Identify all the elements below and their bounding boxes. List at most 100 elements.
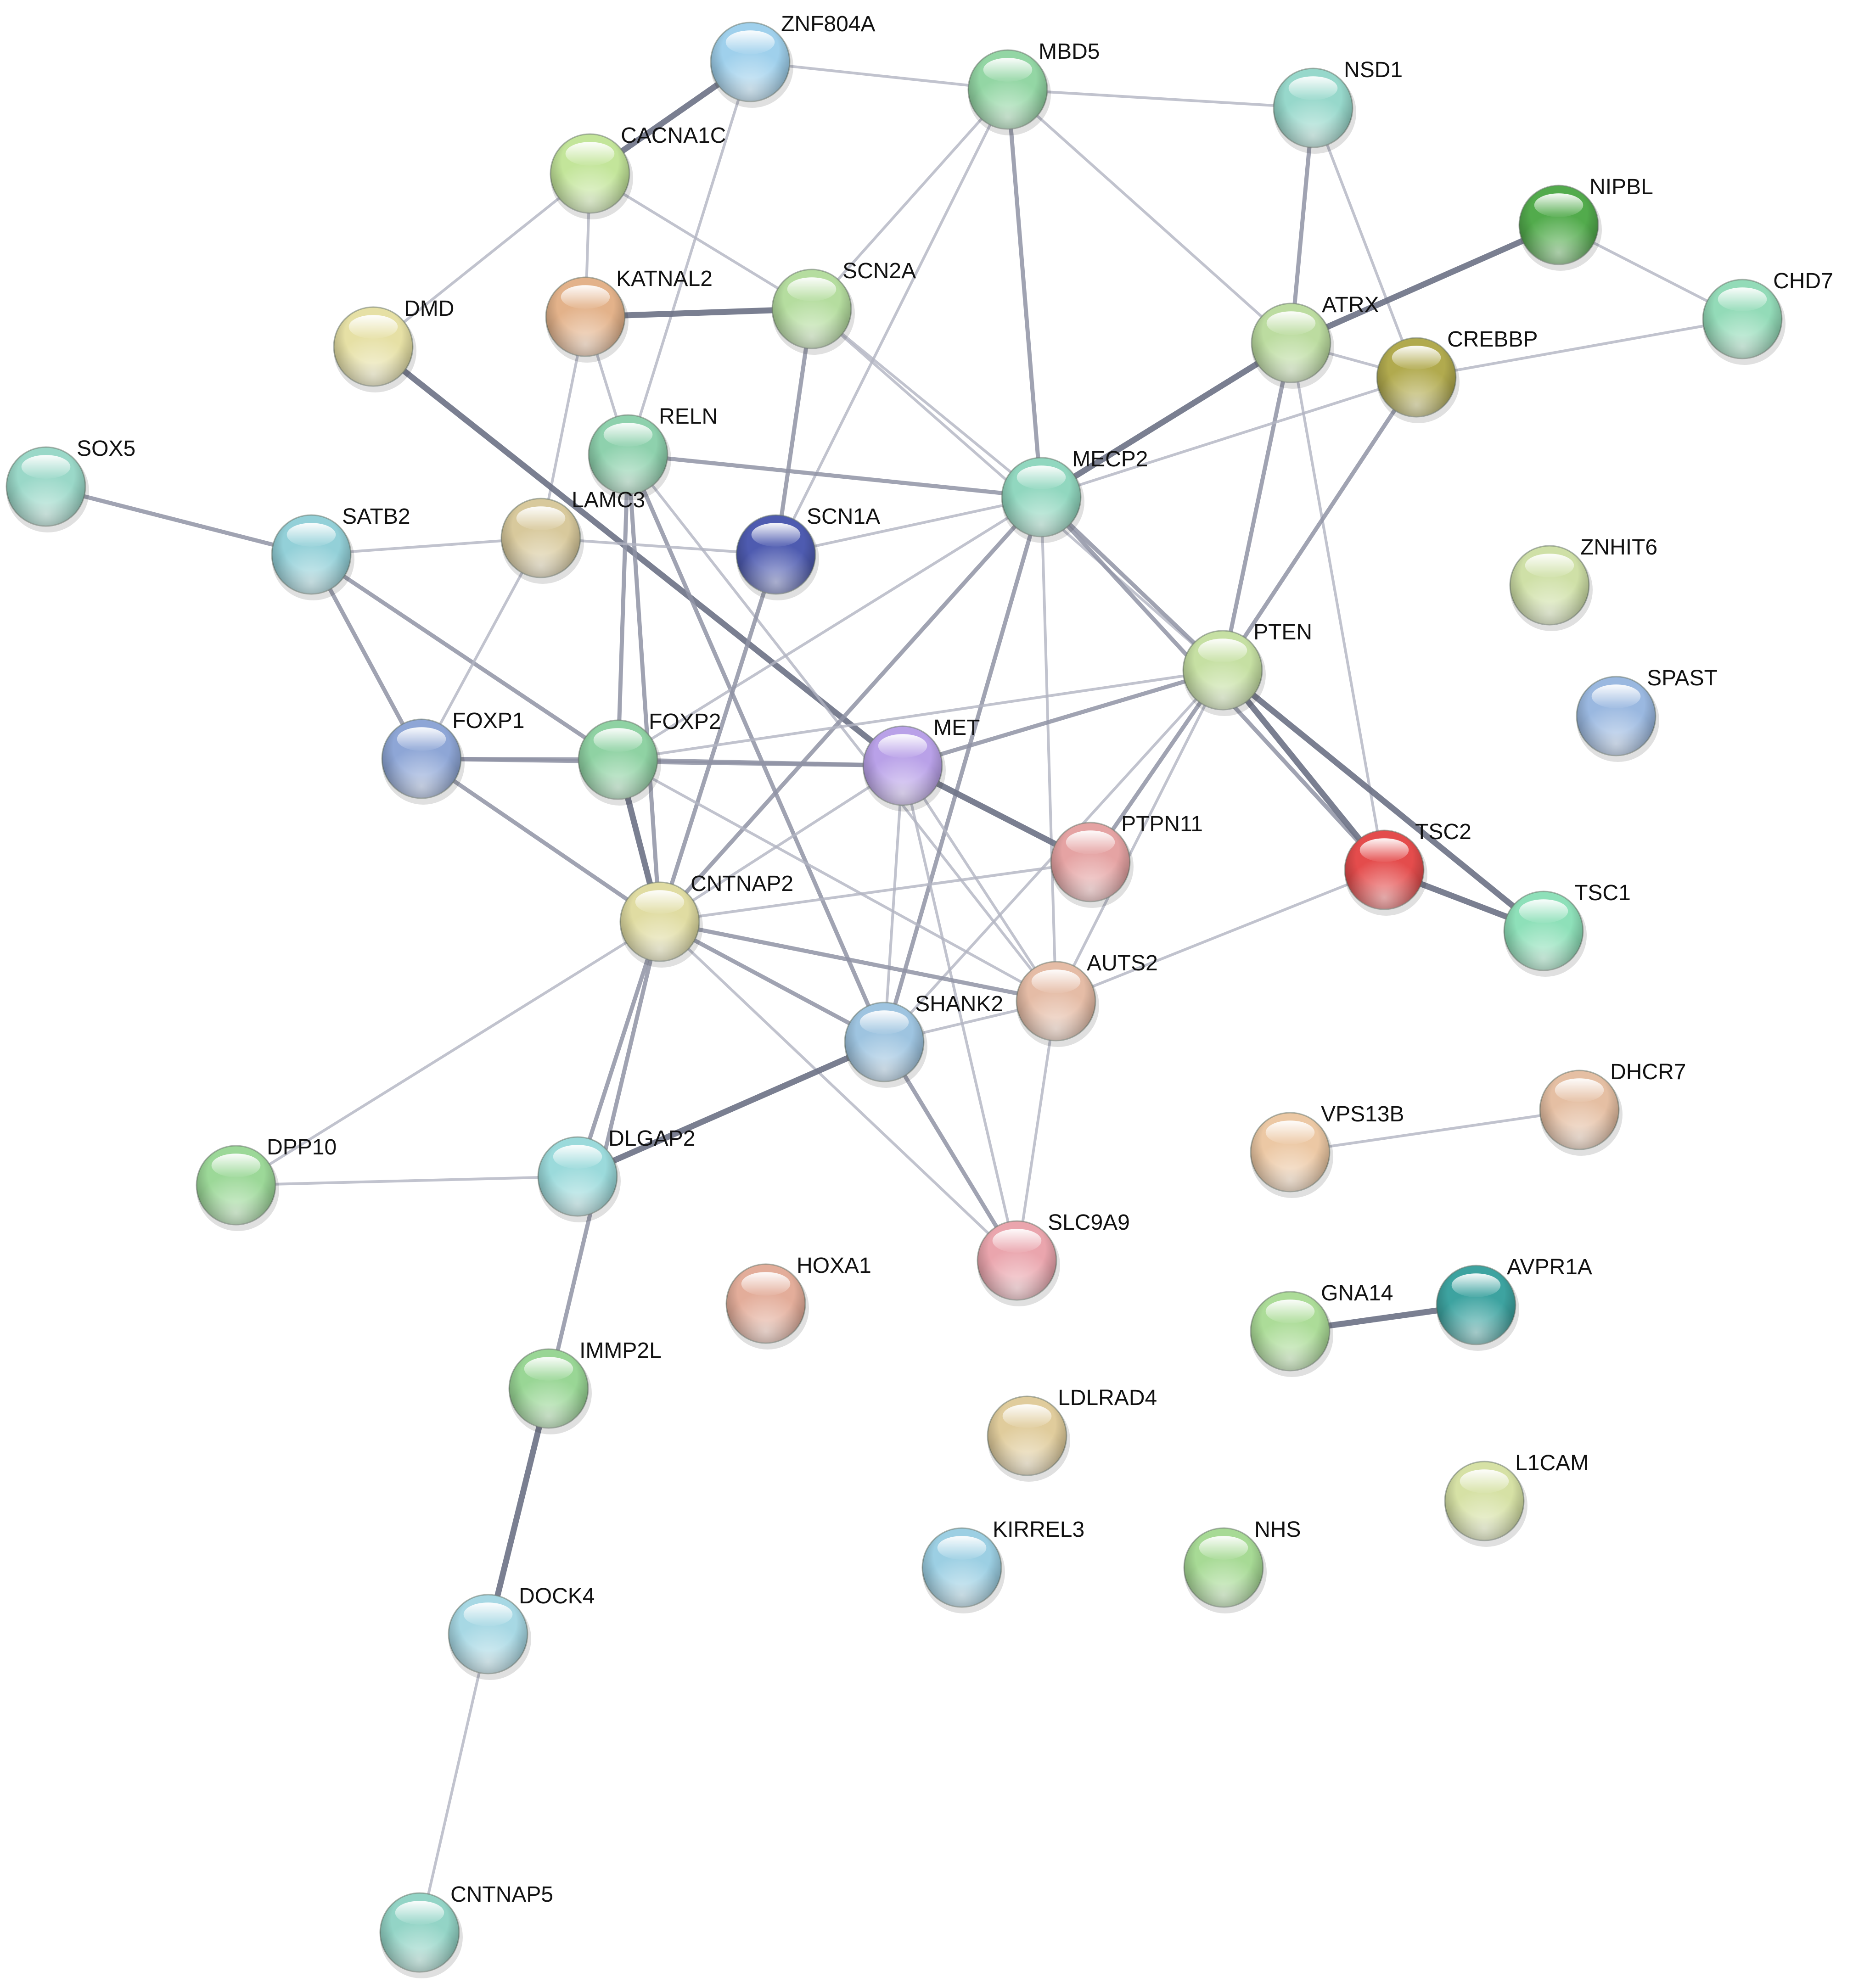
edge-satb2-foxp2	[309, 552, 620, 762]
node-tsc2[interactable]: TSC2	[1344, 820, 1471, 916]
edge-cntnap2-dlgap2	[575, 919, 662, 1179]
node-label: SATB2	[342, 504, 410, 529]
node-dlgap2[interactable]: DLGAP2	[537, 1126, 696, 1222]
node-label: SHANK2	[915, 992, 1003, 1016]
edge-cntnap2-shank2	[657, 919, 887, 1044]
node-cntnap2[interactable]: CNTNAP2	[619, 872, 793, 968]
edge-nsd1-crebbp	[1312, 106, 1418, 379]
node-crebbp[interactable]: CREBBP	[1376, 327, 1538, 423]
edge-cntnap2-dpp10	[235, 920, 661, 1187]
edge-met-auts2	[901, 764, 1057, 1002]
node-pten[interactable]: PTEN	[1182, 620, 1312, 716]
node-slc9a9[interactable]: SLC9A9	[977, 1210, 1130, 1306]
node-label: ATRX	[1322, 293, 1379, 317]
node-immp2l[interactable]: IMMP2L	[508, 1338, 662, 1434]
edge-scn2a-scn1a	[774, 307, 814, 557]
edge-scn1a-cntnap2	[657, 552, 778, 924]
node-auts2[interactable]: AUTS2	[1016, 951, 1158, 1047]
node-dmd[interactable]: DMD	[333, 297, 454, 392]
edge-dock4-cntnap5	[418, 1633, 489, 1934]
node-highlight	[1460, 1469, 1509, 1493]
node-mecp2[interactable]: MECP2	[1001, 447, 1148, 543]
node-highlight	[878, 734, 927, 758]
node-znf804a[interactable]: ZNF804A	[710, 12, 875, 108]
node-lamc3[interactable]: LAMC3	[500, 488, 645, 584]
node-l1cam[interactable]: L1CAM	[1444, 1451, 1589, 1547]
edge-mbd5-atrx	[1006, 88, 1292, 344]
node-highlight	[397, 727, 446, 751]
node-nhs[interactable]: NHS	[1183, 1518, 1301, 1613]
node-scn1a[interactable]: SCN1A	[736, 504, 880, 600]
node-dpp10[interactable]: DPP10	[196, 1135, 337, 1231]
edge-dmd-met	[370, 343, 906, 769]
node-highlight	[286, 523, 336, 547]
node-met[interactable]: MET	[862, 716, 980, 812]
node-highlight	[1288, 76, 1338, 100]
edge-reln-cntnap2	[626, 452, 662, 924]
edge-tsc2-auts2	[1055, 868, 1386, 1002]
edge-crebbp-pten	[1220, 375, 1419, 672]
node-highlight	[395, 1901, 444, 1925]
node-ldlrad4[interactable]: LDLRAD4	[987, 1386, 1157, 1482]
edge-mbd5-scn2a	[810, 88, 1009, 310]
edge-pten-foxp2	[617, 669, 1224, 761]
node-spast[interactable]: SPAST	[1576, 666, 1718, 762]
node-avpr1a[interactable]: AVPR1A	[1436, 1255, 1592, 1351]
node-label: ZNF804A	[781, 12, 875, 36]
node-kirrel3[interactable]: KIRREL3	[921, 1518, 1084, 1613]
edge-znf804a-reln	[627, 61, 752, 456]
node-highlight	[992, 1229, 1042, 1253]
node-label: CHD7	[1773, 269, 1833, 293]
node-label: TSC2	[1415, 820, 1471, 844]
edge-cacna1c-scn2a	[589, 172, 813, 310]
node-highlight	[516, 506, 566, 530]
edge-immp2l-dock4	[485, 1385, 552, 1637]
node-hoxa1[interactable]: HOXA1	[725, 1254, 871, 1350]
node-highlight	[1555, 1078, 1604, 1102]
node-cacna1c[interactable]: CACNA1C	[550, 123, 726, 219]
edge-dpp10-dlgap2	[235, 1175, 579, 1187]
node-highlight	[593, 728, 643, 752]
edge-reln-foxp2	[616, 452, 630, 762]
node-scn2a[interactable]: SCN2A	[771, 259, 916, 355]
node-satb2[interactable]: SATB2	[271, 504, 410, 600]
edge-met-shank2	[883, 764, 904, 1043]
node-foxp2[interactable]: FOXP2	[578, 710, 721, 806]
node-nsd1[interactable]: NSD1	[1273, 58, 1403, 154]
node-tsc1[interactable]: TSC1	[1503, 881, 1631, 977]
node-label: SOX5	[77, 437, 135, 461]
node-nipbl[interactable]: NIPBL	[1518, 175, 1653, 271]
edge-chd7-crebbp	[1415, 318, 1744, 379]
edge-mecp2-cntnap2	[657, 495, 1044, 924]
node-highlight	[1718, 287, 1767, 311]
node-label: KATNAL2	[616, 267, 713, 291]
edge-cacna1c-dmd	[372, 172, 591, 348]
node-highlight	[725, 30, 775, 54]
node-label: PTPN11	[1121, 812, 1203, 836]
node-chd7[interactable]: CHD7	[1702, 269, 1833, 365]
node-vps13b[interactable]: VPS13B	[1250, 1102, 1404, 1198]
node-highlight	[741, 1272, 791, 1296]
node-sox5[interactable]: SOX5	[6, 437, 135, 532]
node-highlight	[635, 890, 685, 914]
edge-atrx-pten	[1220, 341, 1293, 672]
node-highlight	[859, 1010, 909, 1034]
node-highlight	[1519, 899, 1568, 923]
node-shank2[interactable]: SHANK2	[844, 992, 1003, 1088]
node-reln[interactable]: RELN	[588, 404, 718, 500]
node-cntnap5[interactable]: CNTNAP5	[379, 1882, 553, 1978]
node-label: LDLRAD4	[1058, 1386, 1157, 1410]
node-dhcr7[interactable]: DHCR7	[1539, 1060, 1686, 1156]
node-ptpn11[interactable]: PTPN11	[1050, 812, 1203, 908]
node-znhit6[interactable]: ZNHIT6	[1509, 535, 1657, 631]
node-highlight	[1359, 838, 1409, 862]
node-atrx[interactable]: ATRX	[1251, 293, 1379, 389]
node-dock4[interactable]: DOCK4	[448, 1584, 595, 1680]
node-label: NSD1	[1344, 58, 1403, 82]
node-label: KIRREL3	[993, 1518, 1084, 1542]
node-gna14[interactable]: GNA14	[1250, 1281, 1393, 1377]
node-mbd5[interactable]: MBD5	[967, 39, 1100, 135]
node-foxp1[interactable]: FOXP1	[381, 709, 524, 805]
node-katnal2[interactable]: KATNAL2	[545, 267, 713, 363]
